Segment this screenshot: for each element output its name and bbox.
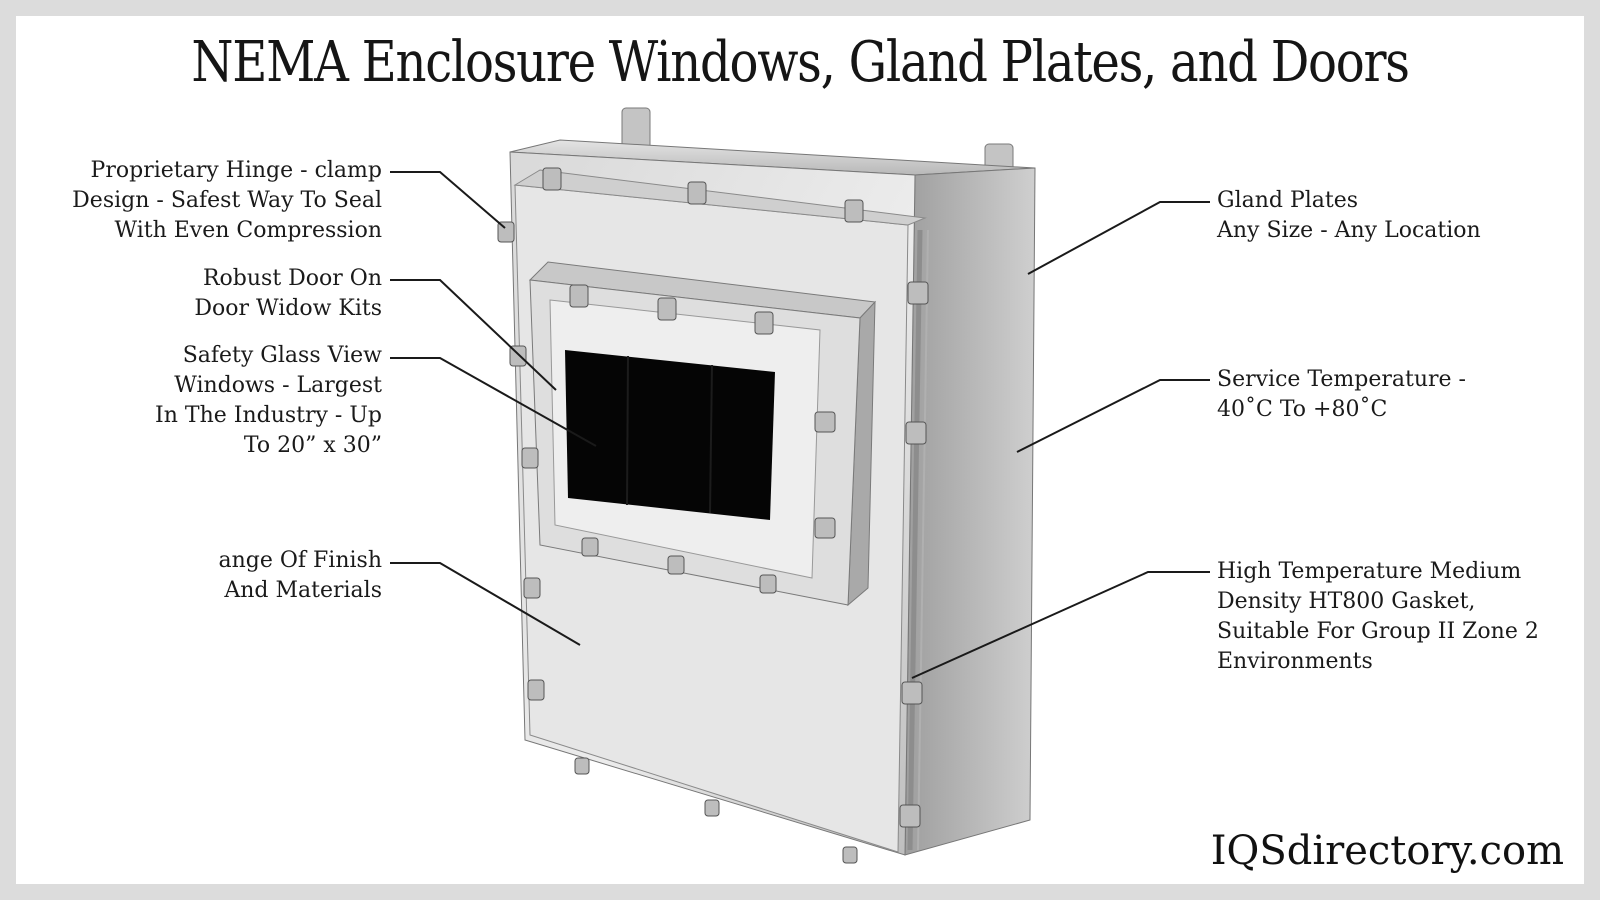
leader-line-hinge <box>390 171 506 229</box>
safety-glass-window <box>565 350 775 520</box>
enclosure-side <box>904 167 1036 856</box>
clamp <box>704 799 720 817</box>
clamp <box>542 167 562 191</box>
clamp <box>667 555 685 575</box>
leader-line-finish <box>390 562 581 646</box>
clamp <box>569 284 589 308</box>
clamp <box>759 574 777 594</box>
label-hinge: Proprietary Hinge - clamp Design - Safes… <box>72 158 382 243</box>
clamp <box>814 517 836 539</box>
clamp <box>523 577 541 599</box>
clamp <box>497 221 515 243</box>
label-finish: ange Of Finish And Materials <box>218 548 382 603</box>
clamp <box>842 846 858 864</box>
leader-line-glass <box>390 357 597 447</box>
clamp <box>899 804 921 828</box>
leader-line-temp <box>1016 379 1210 453</box>
door-top-edge <box>513 169 927 226</box>
leader-line-gasket <box>911 571 1210 679</box>
clamp <box>687 181 707 205</box>
clamp <box>905 421 927 445</box>
clamp <box>844 199 864 223</box>
label-gland: Gland Plates Any Size - Any Location <box>1217 188 1481 243</box>
leader-line-door <box>390 279 557 391</box>
clamp <box>754 311 774 335</box>
label-door: Robust Door On Door Widow Kits <box>194 266 382 321</box>
clamp <box>901 681 923 705</box>
label-temp: Service Temperature - 40˚C To +80˚C <box>1217 367 1466 422</box>
clamp <box>814 411 836 433</box>
clamp <box>581 537 599 557</box>
brand-logo-text: IQSdirectory.com <box>1210 828 1564 874</box>
clamp <box>527 679 545 701</box>
clamp <box>521 447 539 469</box>
gasket-strip <box>907 229 923 851</box>
label-gasket: High Temperature Medium Density HT800 Ga… <box>1217 559 1539 674</box>
clamp <box>907 281 929 305</box>
page-title: NEMA Enclosure Windows, Gland Plates, an… <box>191 30 1410 95</box>
clamp <box>574 757 590 775</box>
label-glass: Safety Glass View Windows - Largest In T… <box>155 343 382 458</box>
clamp <box>657 297 677 321</box>
leader-line-gland <box>1027 201 1210 275</box>
